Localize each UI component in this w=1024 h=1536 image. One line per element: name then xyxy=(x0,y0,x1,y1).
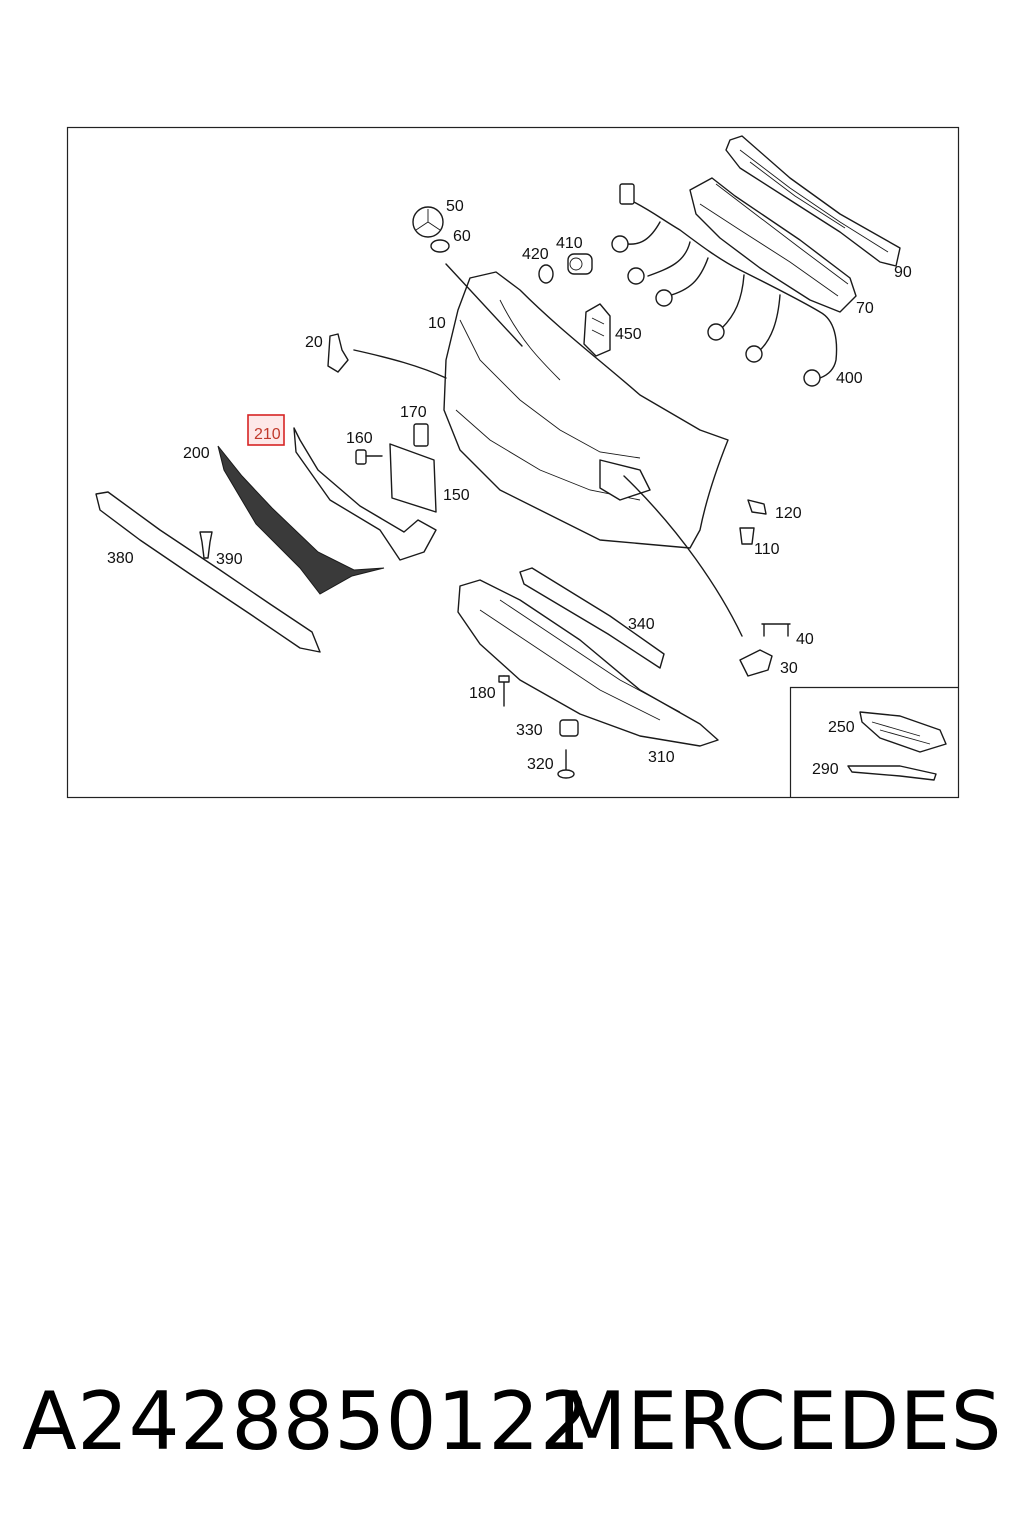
part-70-bracket xyxy=(689,177,857,313)
part-210-grille-frame xyxy=(293,427,437,561)
highlight-box-210 xyxy=(247,414,285,446)
callout-90: 90 xyxy=(894,264,912,281)
part-number: A2428850122 xyxy=(22,1375,592,1468)
callout-400: 400 xyxy=(836,370,863,387)
callout-450: 450 xyxy=(615,326,642,343)
callout-110: 110 xyxy=(754,541,780,558)
arrow-20 xyxy=(353,349,447,379)
callout-180: 180 xyxy=(469,685,496,702)
part-420-ring xyxy=(538,264,554,284)
part-290-trim-strip xyxy=(847,765,937,781)
callout-410: 410 xyxy=(556,235,583,252)
part-250-side-grille xyxy=(859,711,947,753)
callout-60: 60 xyxy=(453,228,471,245)
part-150-plate-holder xyxy=(389,443,437,513)
callout-20: 20 xyxy=(305,334,323,351)
part-30-tow-cover xyxy=(739,649,773,677)
part-340-bar xyxy=(519,567,665,669)
part-330-clip-nut xyxy=(559,719,579,737)
arrow-50 xyxy=(445,263,523,347)
callout-420: 420 xyxy=(522,246,549,263)
part-170-clip xyxy=(413,423,429,447)
part-40-bracket xyxy=(761,623,791,637)
callout-170: 170 xyxy=(400,404,427,421)
part-450-sensor-holder xyxy=(583,303,611,357)
arrow-30 xyxy=(623,475,743,637)
part-110-screw xyxy=(739,527,755,545)
part-320-screw xyxy=(557,749,575,779)
callout-340: 340 xyxy=(628,616,655,633)
callout-50: 50 xyxy=(446,198,464,215)
inset-border xyxy=(789,686,959,798)
part-50-star-emblem xyxy=(412,206,450,253)
callout-40: 40 xyxy=(796,631,814,648)
callout-200: 200 xyxy=(183,445,210,462)
parts-diagram: 50 60 420 410 10 450 90 70 400 20 170 21… xyxy=(66,126,960,799)
callout-120: 120 xyxy=(775,505,802,522)
callout-30: 30 xyxy=(780,660,798,677)
callout-390: 390 xyxy=(216,551,243,568)
callout-160: 160 xyxy=(346,430,373,447)
callout-320: 320 xyxy=(527,756,554,773)
callout-70: 70 xyxy=(856,300,874,317)
part-180-bolt xyxy=(498,675,510,707)
part-20-bracket xyxy=(327,333,349,373)
part-200-grille xyxy=(217,445,385,595)
callout-10: 10 xyxy=(428,315,446,332)
callout-290: 290 xyxy=(812,761,839,778)
part-400-wiring-harness xyxy=(611,183,838,387)
brand-name: MERCEDES xyxy=(557,1375,1002,1468)
part-160-screw xyxy=(355,449,383,465)
callout-150: 150 xyxy=(443,487,470,504)
callout-250: 250 xyxy=(828,719,855,736)
callout-330: 330 xyxy=(516,722,543,739)
callout-310: 310 xyxy=(648,749,675,766)
callout-380: 380 xyxy=(107,550,134,567)
callout-210: 210 xyxy=(254,426,281,443)
part-410-sensor xyxy=(567,253,593,275)
part-310-underbody-panel xyxy=(457,579,719,747)
parts-diagram-svg: 50 60 420 410 10 450 90 70 400 20 170 21… xyxy=(66,126,960,799)
part-390-rivet xyxy=(199,531,213,559)
part-380-lower-trim xyxy=(95,491,321,653)
caption-bar: A2428850122 MERCEDES xyxy=(0,1372,1024,1482)
part-90-upper-support xyxy=(725,135,901,267)
part-120-clip xyxy=(747,499,767,515)
